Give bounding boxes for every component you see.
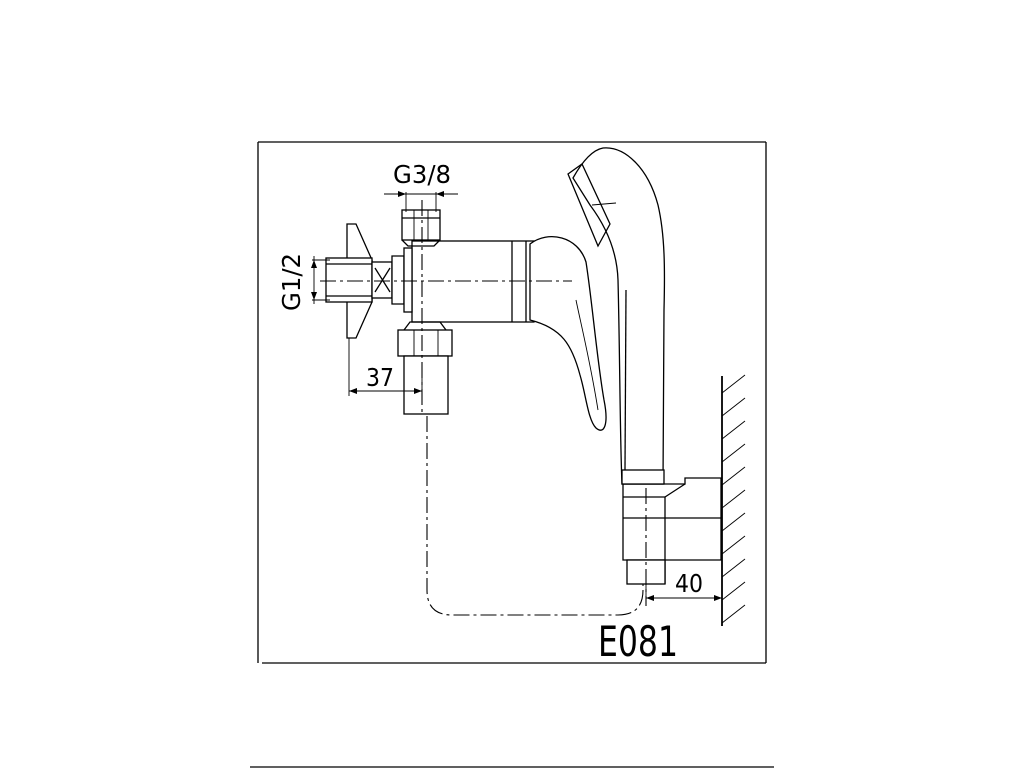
drawing-frame — [257, 141, 767, 664]
top-outlet-nut — [401, 209, 441, 247]
wall — [721, 374, 746, 626]
dimension-37: 37 — [348, 338, 423, 396]
g12-dimension: G1/2 — [277, 253, 330, 311]
dimension-37-label: 37 — [366, 363, 394, 392]
hand-shower — [567, 147, 666, 485]
shower-wall-holder — [622, 477, 722, 606]
dimension-40: 40 — [645, 569, 722, 604]
shower-hose — [426, 416, 644, 616]
bottom-outlet-nut — [397, 321, 453, 415]
product-code-label: E081 — [598, 617, 678, 666]
lever-handle — [529, 236, 607, 431]
dimension-40-label: 40 — [675, 569, 703, 598]
g38-dimension: G3/8 — [384, 160, 458, 212]
lever-edge — [575, 299, 599, 411]
g38-label: G3/8 — [393, 160, 451, 189]
g12-label: G1/2 — [277, 253, 306, 311]
